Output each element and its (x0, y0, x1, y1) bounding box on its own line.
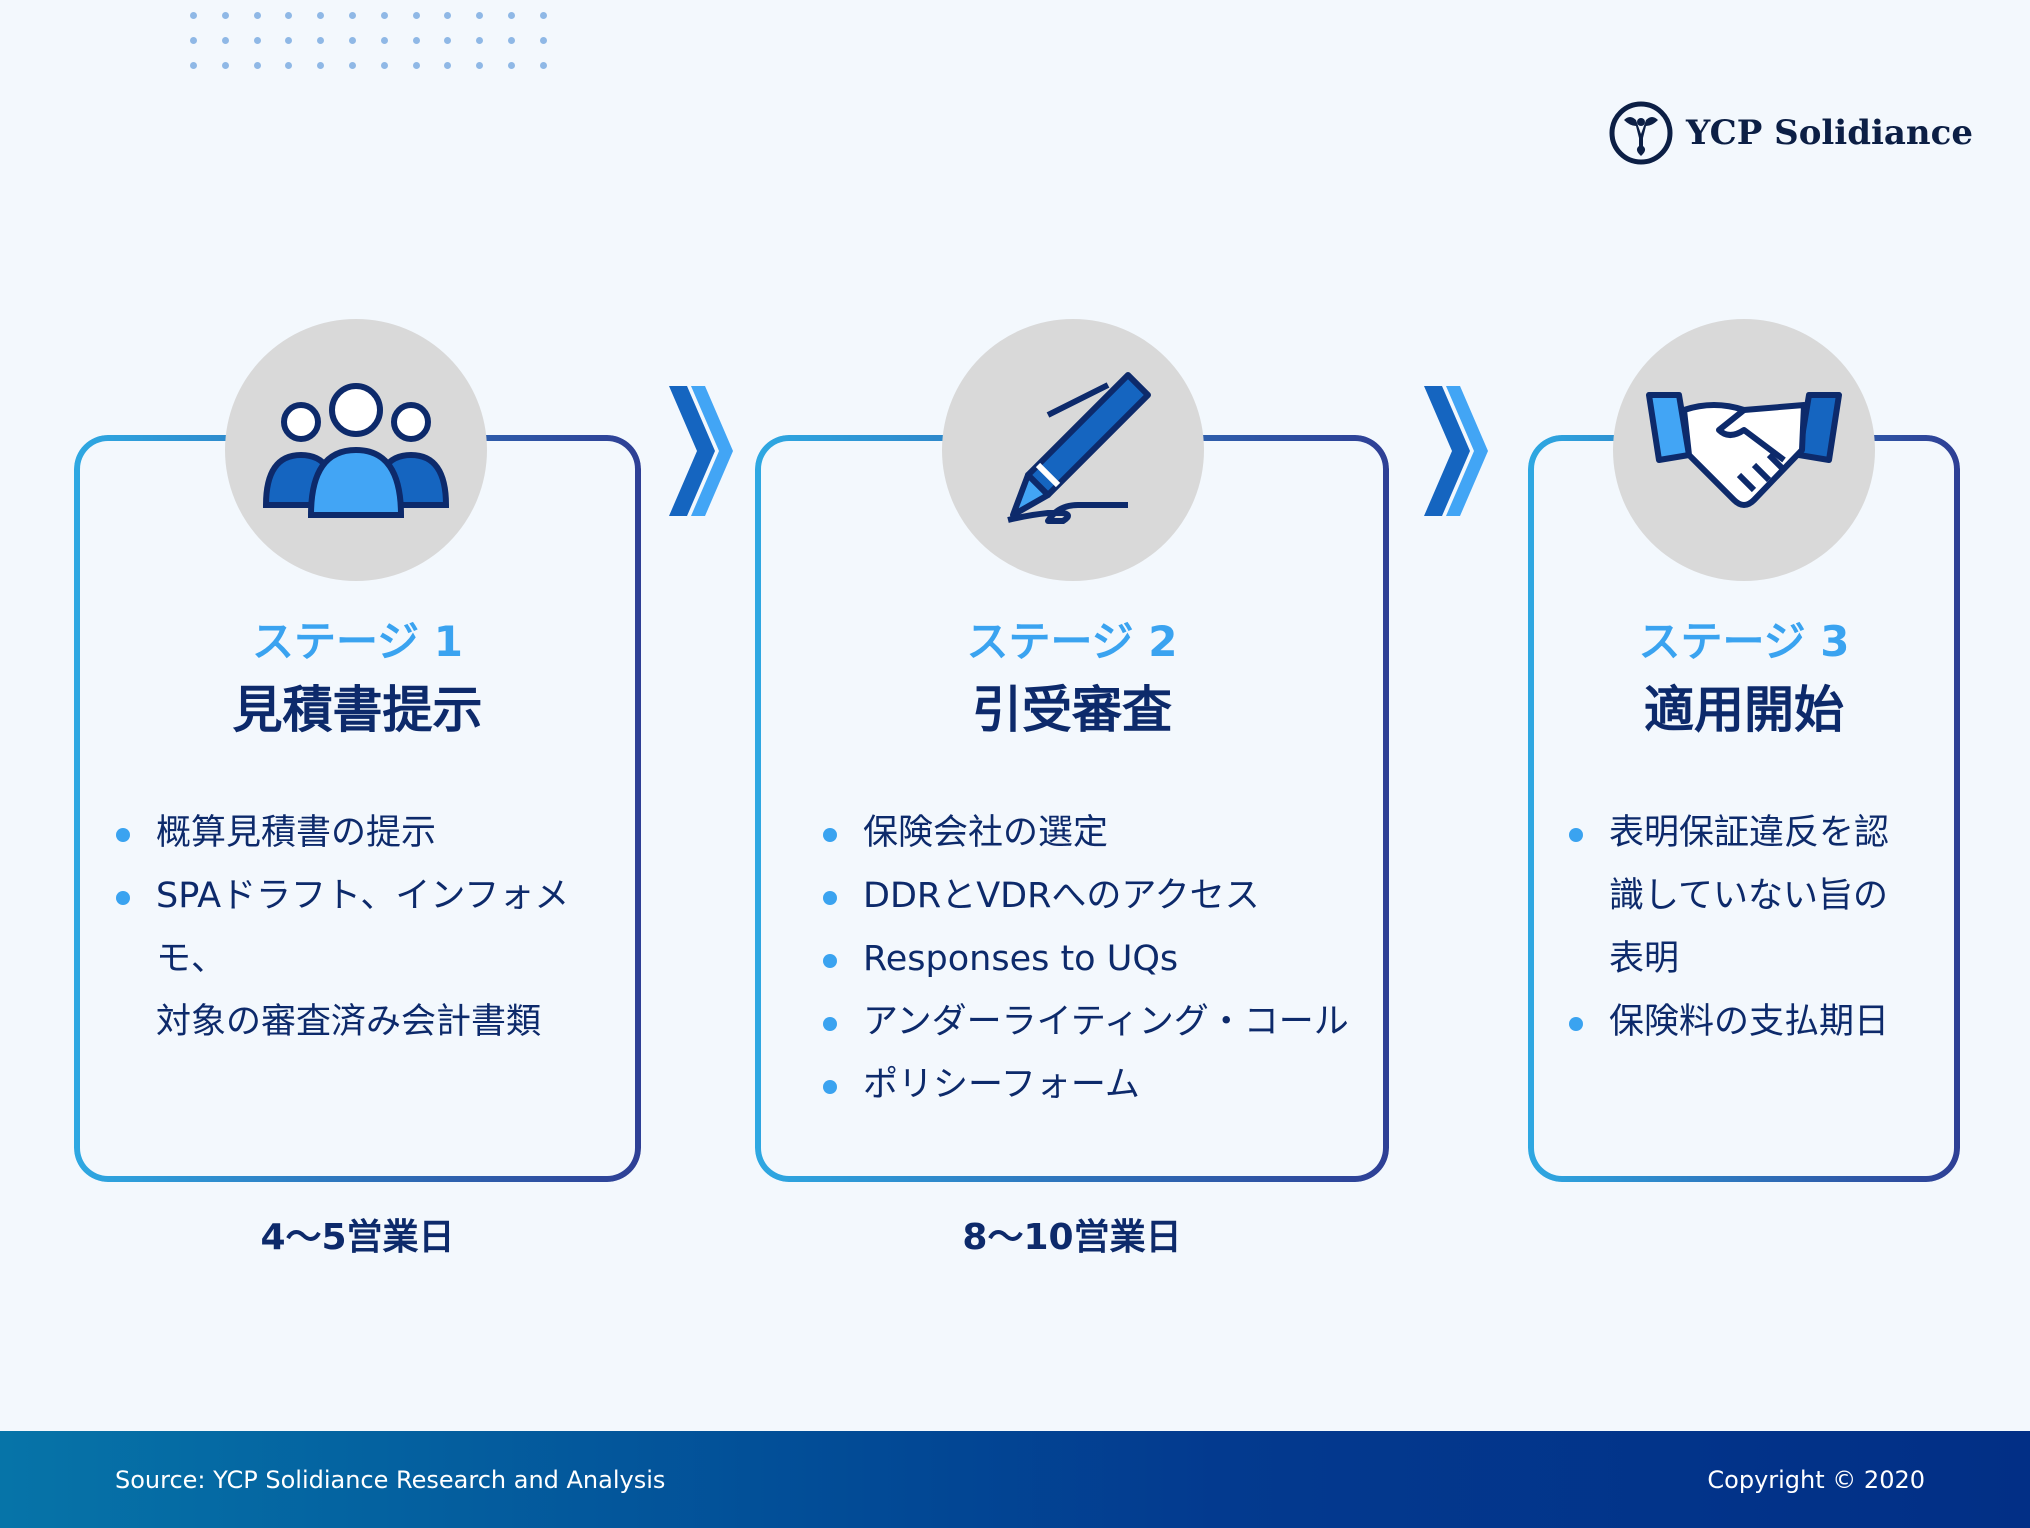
dot (285, 62, 293, 69)
dot (285, 37, 293, 44)
dot (348, 62, 356, 69)
dot (380, 37, 388, 44)
dot (507, 12, 515, 19)
stage-2-icon-circle (942, 319, 1204, 581)
list-item: 保険料の支払期日 (1563, 991, 1953, 1054)
pen-signature-icon (1007, 372, 1151, 524)
list-item: 保険会社の選定 (817, 802, 1377, 865)
dot (190, 37, 197, 44)
ycp-logo-icon (1609, 101, 1673, 165)
list-item: 表明保証違反を認 識していない旨の 表明 (1563, 802, 1953, 991)
list-item: ポリシーフォーム (817, 1054, 1377, 1117)
list-item: アンダーライティング・コール (817, 991, 1377, 1054)
handshake-icon (1646, 392, 1842, 508)
footer-bar: Source: YCP Solidiance Research and Anal… (0, 1431, 2030, 1528)
dot (539, 37, 547, 44)
dot (444, 62, 452, 69)
dot (317, 12, 325, 19)
people-icon (262, 383, 450, 518)
list-item: 概算見積書の提示 (110, 802, 630, 865)
dot (444, 37, 452, 44)
dot (539, 12, 547, 19)
brand-logo: YCP Solidiance (1608, 100, 1973, 166)
stage-1-icon-circle (225, 319, 487, 581)
stage-1-title: 見積書提示 (232, 681, 483, 739)
stage-1-label: ステージ 1 (251, 617, 463, 666)
stage-3-bullets: 表明保証違反を認 識していない旨の 表明 保険料の支払期日 (1563, 802, 1953, 1054)
dot (285, 12, 293, 19)
stage-1-bullets: 概算見積書の提示 SPAドラフト、インフォメモ、 対象の審査済み会計書類 (110, 802, 630, 1054)
dot (539, 62, 547, 69)
dot (412, 62, 420, 69)
dot (380, 12, 388, 19)
decorative-dot-grid (190, 12, 572, 69)
stage-3-label: ステージ 3 (1638, 617, 1850, 666)
dot (380, 62, 388, 69)
dot (190, 12, 197, 19)
dot (476, 62, 484, 69)
stage-2-duration: 8〜10営業日 (962, 1217, 1182, 1258)
dot (348, 12, 356, 19)
source-note: Source: YCP Solidiance Research and Anal… (115, 1466, 666, 1494)
dot (476, 37, 484, 44)
list-item: Responses to UQs (817, 928, 1377, 991)
stage-3-icon-circle (1613, 319, 1875, 581)
dot (507, 62, 515, 69)
dot (412, 37, 420, 44)
list-item: SPAドラフト、インフォメモ、 対象の審査済み会計書類 (110, 865, 630, 1054)
copyright: Copyright © 2020 (1707, 1466, 1925, 1494)
dot (317, 37, 325, 44)
dot (412, 12, 420, 19)
list-item: DDRとVDRへのアクセス (817, 865, 1377, 928)
chevron-right-icon (1424, 386, 1488, 516)
dot (507, 37, 515, 44)
dot (253, 12, 261, 19)
dot (221, 62, 229, 69)
dot (221, 12, 229, 19)
dot (221, 37, 229, 44)
brand-name: YCP Solidiance (1686, 113, 1973, 153)
dot (476, 12, 484, 19)
dot (348, 37, 356, 44)
chevron-right-icon (669, 386, 733, 516)
dot (253, 37, 261, 44)
stage-1-duration: 4〜5営業日 (260, 1217, 455, 1258)
dot (444, 12, 452, 19)
stage-3-title: 適用開始 (1644, 681, 1844, 739)
stage-2-title: 引受審査 (972, 681, 1172, 739)
dot (317, 62, 325, 69)
stage-2-label: ステージ 2 (966, 617, 1178, 666)
dot (190, 62, 197, 69)
stage-2-bullets: 保険会社の選定 DDRとVDRへのアクセス Responses to UQs ア… (817, 802, 1377, 1117)
dot (253, 62, 261, 69)
